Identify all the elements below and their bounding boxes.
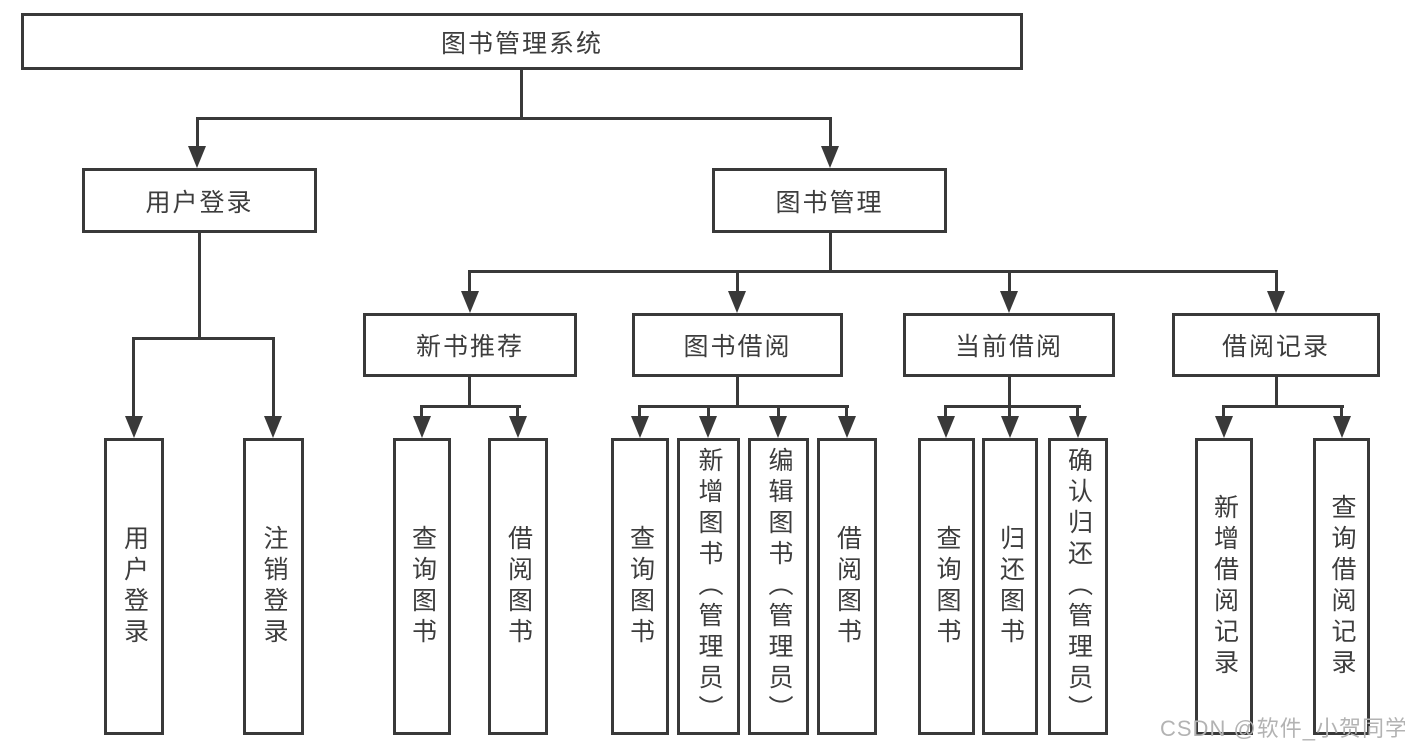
arrow-down-icon [631, 416, 649, 438]
leaf-bb-add-book-label: 新增图书（管理员） [695, 447, 723, 726]
connector-line [845, 405, 848, 418]
leaf-bb-edit-book-label: 编辑图书（管理员） [765, 447, 793, 726]
arrow-down-icon [769, 416, 787, 438]
connector-line [1224, 405, 1344, 408]
arrow-down-icon [1333, 416, 1351, 438]
arrow-down-icon [838, 416, 856, 438]
connector-line [707, 405, 710, 418]
watermark: CSDN @软件_小贺同学 [1160, 716, 1405, 741]
connector-line [777, 405, 780, 418]
connector-line [1008, 377, 1011, 408]
connector-line [420, 405, 423, 418]
connector-line [1340, 405, 1343, 418]
node-new-book-rec-label: 新书推荐 [415, 333, 524, 361]
leaf-br-query-record: 查询借阅记录 [1313, 438, 1370, 735]
leaf-cb-confirm-return-label: 确认归还（管理员） [1064, 447, 1093, 726]
connector-line [196, 117, 199, 148]
node-borrow-records: 借阅记录 [1172, 313, 1380, 377]
connector-line [1275, 270, 1278, 293]
connector-line [422, 405, 521, 408]
connector-line [1008, 405, 1011, 418]
node-current-borrow: 当前借阅 [903, 313, 1115, 377]
node-book-borrow: 图书借阅 [632, 313, 843, 377]
arrow-down-icon [821, 146, 839, 168]
connector-line [829, 117, 832, 148]
leaf-bb-borrow-book: 借阅图书 [817, 438, 877, 735]
connector-line [197, 117, 831, 120]
leaf-br-add-record-label: 新增借阅记录 [1210, 493, 1239, 680]
arrow-down-icon [1267, 291, 1285, 313]
connector-line [1008, 270, 1011, 293]
connector-line [1222, 405, 1225, 418]
connector-line [944, 405, 947, 418]
connector-line [736, 270, 739, 293]
node-root-label: 图书管理系统 [440, 29, 603, 58]
leaf-cb-query-book: 查询图书 [918, 438, 975, 735]
arrow-down-icon [125, 416, 143, 438]
leaf-rec-query-book: 查询图书 [393, 438, 451, 735]
leaf-user-login: 用户登录 [104, 438, 164, 735]
leaf-bb-query-book: 查询图书 [611, 438, 669, 735]
node-book-mgmt: 图书管理 [712, 168, 947, 233]
leaf-bb-add-book: 新增图书（管理员） [677, 438, 740, 735]
leaf-cb-return-book: 归还图书 [982, 438, 1038, 735]
leaf-bb-borrow-book-label: 借阅图书 [833, 524, 862, 649]
connector-line [946, 405, 1081, 408]
leaf-user-login-label: 用户登录 [120, 524, 149, 649]
node-user-login: 用户登录 [82, 168, 317, 233]
arrow-down-icon [937, 416, 955, 438]
arrow-down-icon [1069, 416, 1087, 438]
leaf-bb-edit-book: 编辑图书（管理员） [748, 438, 809, 735]
leaf-rec-borrow-book-label: 借阅图书 [504, 524, 533, 649]
leaf-br-query-record-label: 查询借阅记录 [1328, 493, 1356, 680]
connector-line [640, 405, 849, 408]
node-current-borrow-label: 当前借阅 [954, 333, 1063, 361]
connector-line [1275, 377, 1278, 408]
arrow-down-icon [461, 291, 479, 313]
arrow-down-icon [1215, 416, 1233, 438]
connector-line [736, 377, 739, 408]
connector-line [468, 377, 471, 408]
node-user-login-label: 用户登录 [145, 188, 254, 217]
leaf-rec-borrow-book: 借阅图书 [488, 438, 548, 735]
node-root: 图书管理系统 [21, 13, 1023, 70]
arrow-down-icon [509, 416, 527, 438]
connector-line [638, 405, 641, 418]
node-book-borrow-label: 图书借阅 [683, 333, 792, 361]
leaf-logout-label: 注销登录 [260, 524, 288, 649]
connector-line [132, 337, 135, 418]
node-book-mgmt-label: 图书管理 [775, 188, 884, 217]
node-borrow-records-label: 借阅记录 [1221, 333, 1330, 361]
leaf-cb-query-book-label: 查询图书 [933, 524, 961, 649]
connector-line [470, 270, 1278, 273]
arrow-down-icon [728, 291, 746, 313]
arrow-down-icon [413, 416, 431, 438]
leaf-logout: 注销登录 [243, 438, 304, 735]
arrow-down-icon [188, 146, 206, 168]
connector-line [198, 233, 201, 337]
connector-line [272, 337, 275, 418]
leaf-cb-return-book-label: 归还图书 [996, 524, 1025, 649]
connector-line [468, 270, 471, 293]
arrow-down-icon [1000, 291, 1018, 313]
leaf-cb-confirm-return: 确认归还（管理员） [1048, 438, 1108, 735]
connector-line [516, 405, 519, 418]
connector-line [520, 70, 523, 120]
leaf-rec-query-book-label: 查询图书 [408, 524, 437, 649]
node-new-book-rec: 新书推荐 [363, 313, 577, 377]
leaf-br-add-record: 新增借阅记录 [1195, 438, 1253, 735]
connector-line [1076, 405, 1079, 418]
connector-line [829, 233, 832, 273]
arrow-down-icon [264, 416, 282, 438]
leaf-bb-query-book-label: 查询图书 [626, 524, 655, 649]
connector-line [134, 337, 275, 340]
arrow-down-icon [1001, 416, 1019, 438]
arrow-down-icon [699, 416, 717, 438]
